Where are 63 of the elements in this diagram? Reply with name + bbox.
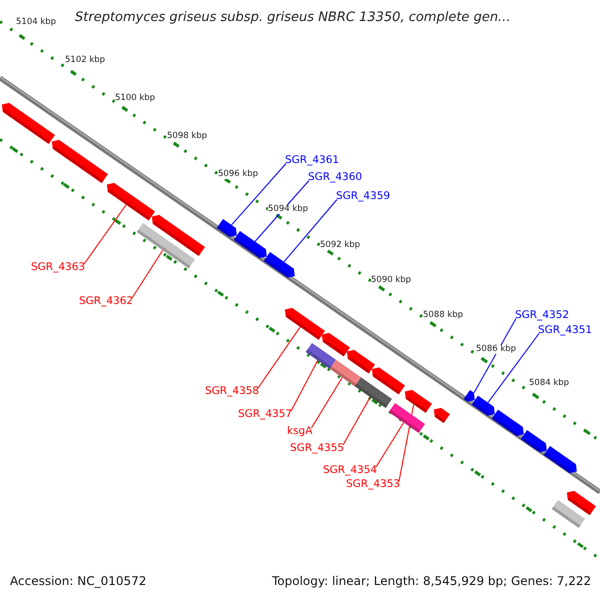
gene-label: SGR_4359: [336, 191, 390, 202]
scale-label: 5094 kbp: [268, 205, 308, 214]
gene-feature: [464, 390, 475, 402]
scale-label: 5100 kbp: [115, 94, 156, 102]
gene-bar: [136, 223, 195, 268]
scale-label: 5098 kbp: [167, 132, 208, 140]
gene-feature: [520, 430, 547, 452]
scale-label: 5102 kbp: [65, 56, 106, 64]
gene-label: SGR_4352: [515, 310, 570, 320]
gene-feature: [52, 140, 108, 184]
leader-line: [342, 396, 371, 446]
gene-feature: [434, 408, 450, 424]
gene-feature: [544, 446, 577, 474]
gene-feature: [106, 182, 155, 221]
gene-bar: [330, 360, 361, 386]
scale-label: 5086 kbp: [476, 345, 516, 354]
gene-feature: [372, 367, 405, 395]
gene-feature: [322, 332, 350, 357]
gene-label: SGR_4353: [346, 479, 400, 490]
accession-info: Accession: NC_010572: [10, 575, 146, 587]
gene-feature: [492, 410, 524, 436]
gene-label: SGR_4363: [31, 262, 86, 272]
gene-feature: [404, 390, 432, 413]
gene-feature: [2, 102, 55, 144]
leader-line: [290, 360, 318, 412]
scale-label: 5104 kbp: [16, 18, 56, 26]
gene-feature: [234, 231, 267, 258]
leader-line: [84, 204, 127, 264]
gene-label: SGR_4362: [79, 296, 134, 306]
gene-bar: [306, 343, 336, 369]
gene-feature: [216, 219, 237, 238]
gene-feature: [152, 214, 205, 256]
leader-line: [488, 333, 540, 404]
leader-line: [474, 318, 516, 394]
gene-label: SGR_4358: [205, 386, 260, 396]
gene-label: ksgA: [287, 426, 312, 436]
scale-label: 5092 kbp: [320, 241, 360, 250]
scale-label: 5096 kbp: [218, 170, 258, 178]
scale-label: 5088 kbp: [423, 311, 464, 320]
gene-label: SGR_4355: [290, 443, 344, 454]
gene-feature: [472, 396, 495, 416]
scale-label: 5084 kbp: [529, 379, 570, 388]
gene-label: SGR_4357: [238, 409, 292, 420]
scale-label: 5090 kbp: [371, 276, 412, 284]
gene-bar: [388, 403, 425, 434]
gene-feature: [284, 308, 325, 340]
gene-feature: [566, 490, 596, 516]
gene-label: SGR_4351: [538, 325, 592, 336]
gene-bar: [354, 377, 392, 408]
leader-line: [132, 250, 164, 298]
gene-label: SGR_4361: [285, 155, 340, 166]
leader-line: [284, 199, 338, 262]
gene-label: SGR_4354: [323, 465, 378, 476]
genome-info: Topology: linear; Length: 8,545,929 bp; Genes: 7,222: [272, 575, 592, 587]
gene-bar: [552, 500, 585, 528]
leader-line: [258, 326, 301, 388]
chart-title: Streptomyces griseus subsp. griseus NBRC 13350, complete gen...: [75, 11, 510, 24]
leader-line: [310, 377, 343, 428]
gene-feature: [346, 350, 375, 374]
gene-feature: [264, 252, 295, 278]
gene-label: SGR_4360: [308, 172, 362, 182]
leader-line: [376, 422, 404, 468]
leader-line: [231, 163, 286, 226]
